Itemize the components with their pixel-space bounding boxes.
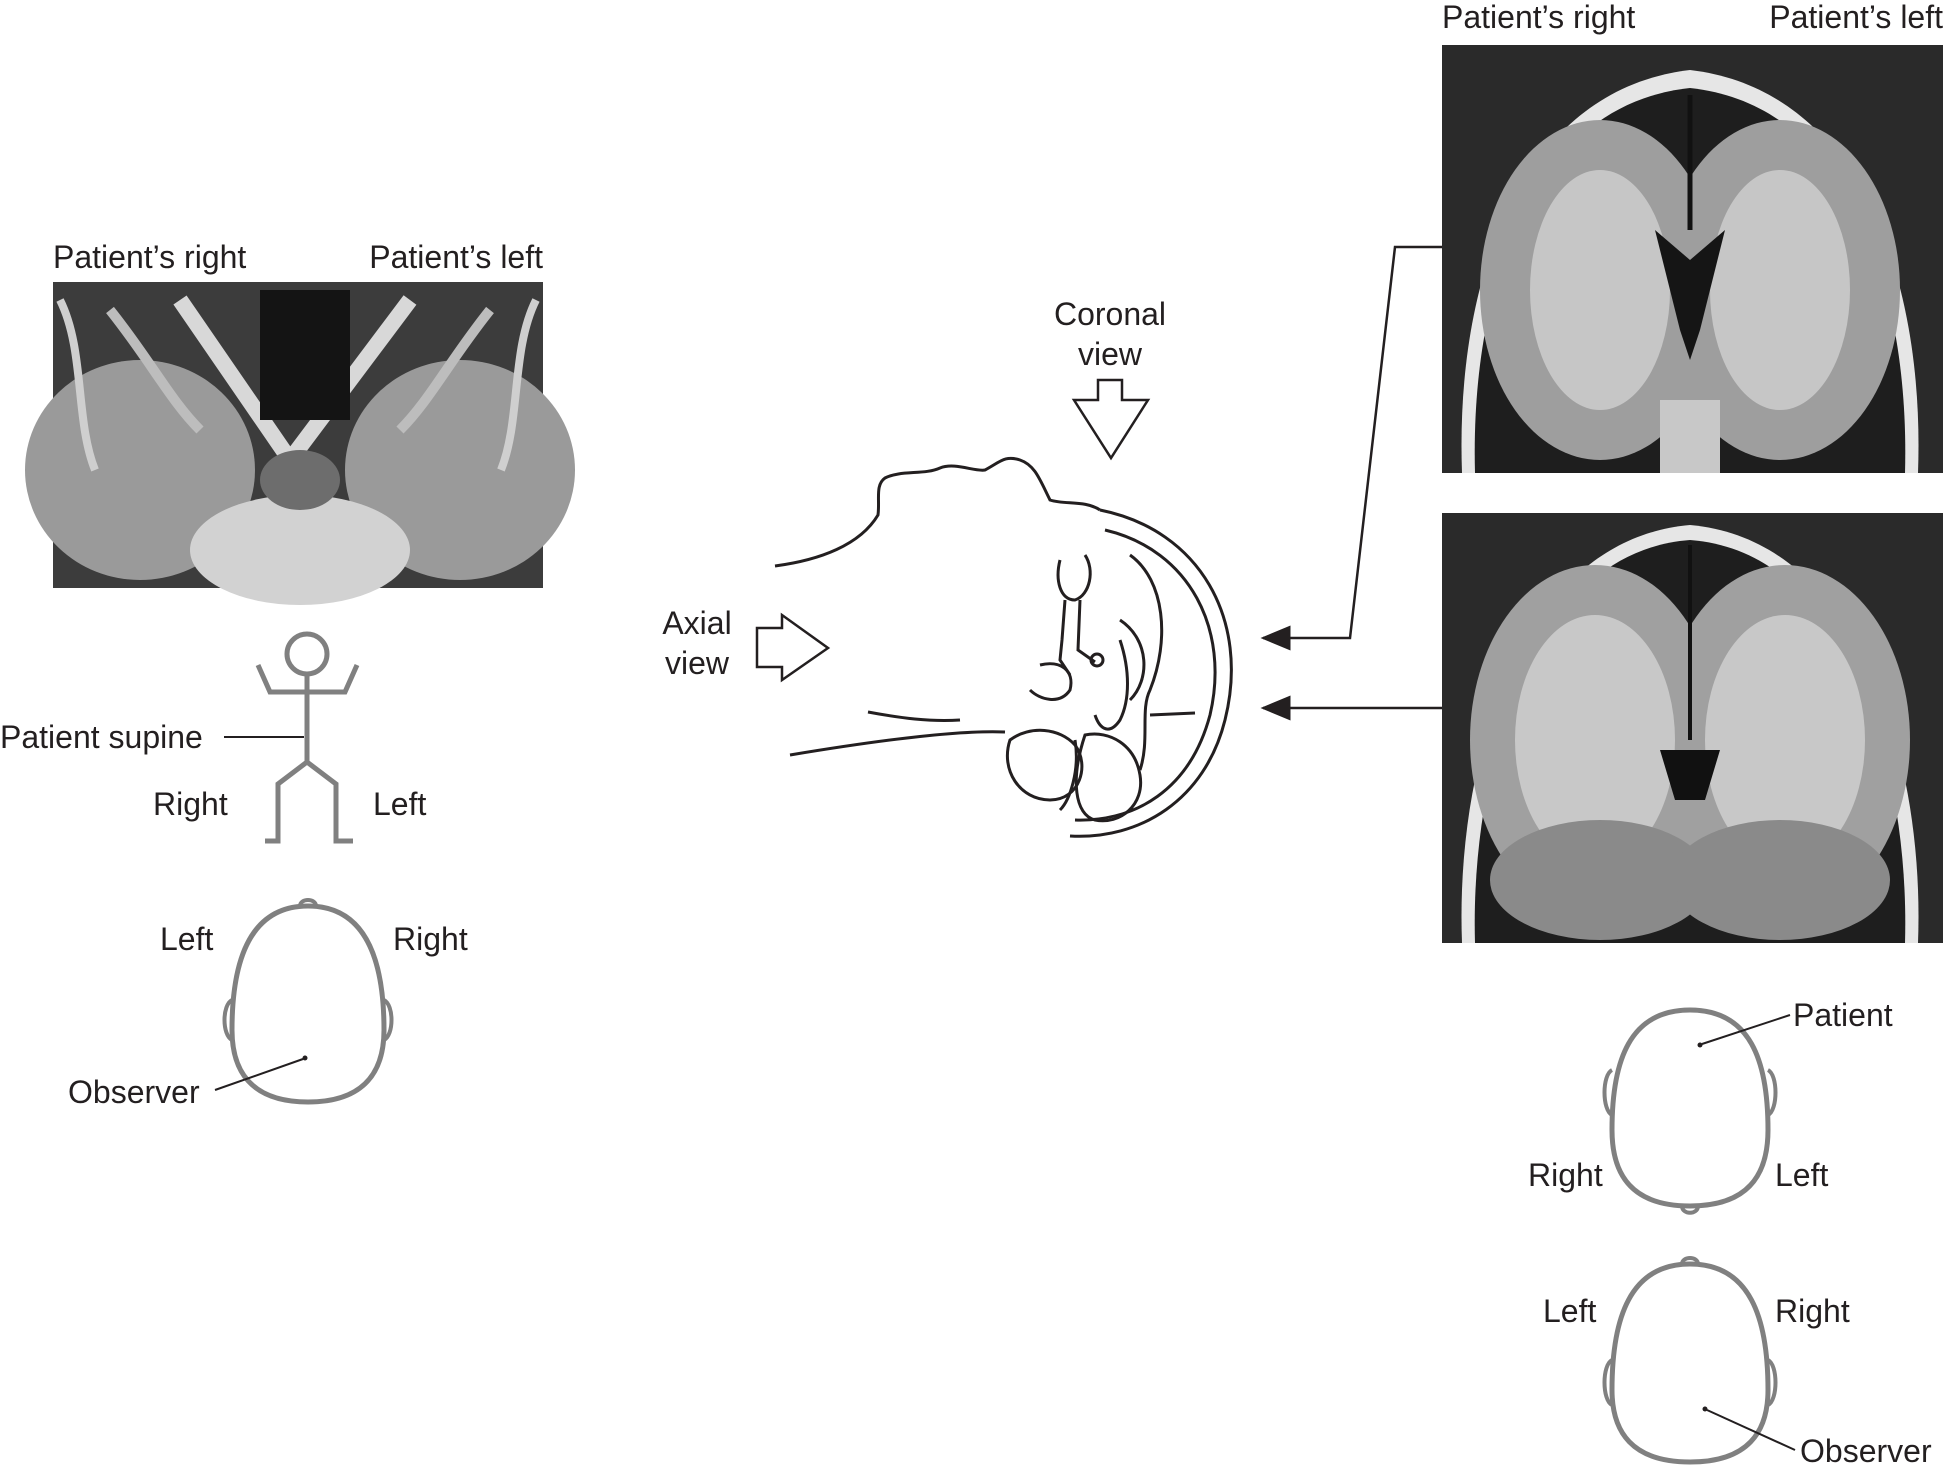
observer-leader-line	[214, 1058, 304, 1091]
axial-view-arrow-icon	[755, 612, 831, 683]
axial-view-label-line1: Axial	[662, 605, 731, 641]
figure-left-label: Left	[373, 786, 426, 822]
coronal-view-label-line2: view	[1078, 336, 1143, 372]
axial-patient-left-label: Patient’s left	[369, 239, 543, 275]
coronal-connector-arrows	[1260, 245, 1442, 721]
axial-mri-image	[25, 282, 575, 605]
coronal-view-arrow-icon	[1071, 378, 1151, 461]
coronal-patient-left-label: Patient’s left	[1769, 0, 1943, 35]
center-panel: Coronal view Axial view	[662, 296, 1233, 838]
patient-supine-label: Patient supine	[0, 719, 203, 755]
stick-figure	[255, 631, 360, 844]
head1-right-label: Right	[1528, 1157, 1603, 1193]
axial-view-label-line2: view	[665, 645, 730, 681]
axial-patient-right-label: Patient’s right	[53, 239, 246, 275]
coronal-mri-image-upper	[1442, 45, 1943, 473]
sagittal-head-drawing	[774, 456, 1233, 838]
head2-left-label: Left	[1543, 1293, 1596, 1329]
head-left-label: Left	[160, 921, 213, 957]
coronal-mri-image-lower	[1442, 513, 1943, 943]
head-right-label: Right	[393, 921, 468, 957]
head2-right-label: Right	[1775, 1293, 1850, 1329]
observer2-label: Observer	[1800, 1433, 1932, 1469]
coronal-head-patient-view	[1602, 1007, 1778, 1215]
head1-patient-label: Patient	[1793, 997, 1893, 1033]
upper-coronal-arrow	[1260, 245, 1442, 651]
patient-leader-line	[1701, 1014, 1791, 1045]
observer2-leader-line	[1706, 1409, 1796, 1451]
axial-panel: Patient’s right Patient’s left Patient s…	[0, 239, 575, 1110]
figure-right-label: Right	[153, 786, 228, 822]
observer-label: Observer	[68, 1074, 200, 1110]
head1-left-label: Left	[1775, 1157, 1828, 1193]
coronal-patient-right-label: Patient’s right	[1442, 0, 1635, 35]
coronal-head-observer-view	[1602, 1256, 1778, 1465]
axial-head-top-view	[222, 898, 394, 1105]
coronal-view-label-line1: Coronal	[1054, 296, 1166, 332]
coronal-panel: Patient’s right Patient’s left	[1442, 0, 1943, 1469]
